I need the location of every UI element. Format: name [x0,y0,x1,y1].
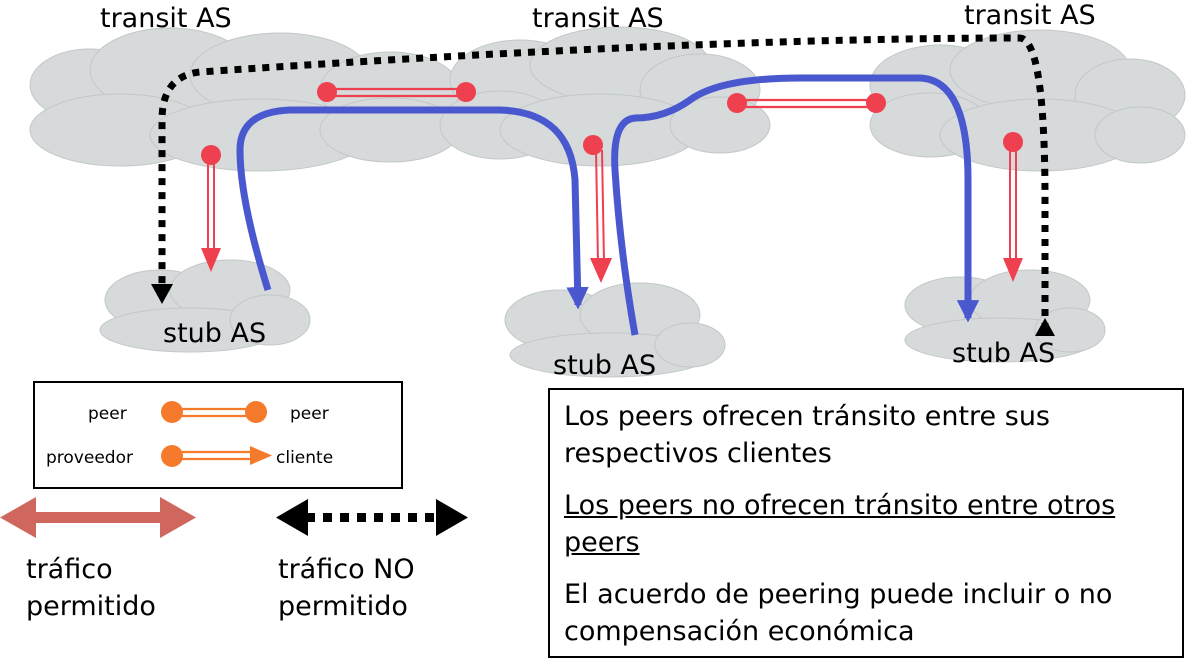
provider-client-link-right [1003,132,1023,282]
stub-as-label-left: stub AS [163,318,266,349]
not-allowed-arrowhead-bottom [151,284,173,304]
stub-as-label-right: stub AS [952,338,1055,369]
legend-peer-left-label: peer [88,404,127,424]
legend-peer-right-label: peer [290,404,329,424]
legend-box [33,381,403,489]
peer-link-middle-right [727,93,886,113]
not-allowed-traffic-arrow [276,499,468,536]
note-peering-compensation: El acuerdo de peering puede incluir o no… [564,579,1113,647]
not-allowed-arrowhead-top [1035,318,1055,336]
allowed-traffic-arrow [0,497,196,538]
allowed-path-left-to-middle [236,106,589,310]
not-allowed-traffic-label-line2: permitido [278,591,408,622]
allowed-traffic-label-line2: permitido [26,591,156,622]
note-peers-no-transit: Los peers no ofrecen tránsito entre otro… [564,490,1116,558]
allowed-traffic-label-line1: tráfico [26,554,113,585]
stub-cloud-left [99,259,311,353]
transit-cloud-right [869,29,1186,172]
legend-peer-link [161,401,267,423]
transit-as-label-middle: transit AS [532,3,664,34]
stub-as-label-middle: stub AS [553,350,656,381]
legend-client-label: cliente [276,448,333,468]
legend-provider-client-link [161,445,272,467]
not-allowed-traffic-label-line1: tráfico NO [278,554,415,585]
transit-cloud-left [29,27,461,172]
transit-cloud-middle [439,26,771,167]
notes-box: Los peers ofrecen tránsito entre sus res… [548,388,1184,658]
note-peers-offer-transit: Los peers ofrecen tránsito entre sus res… [564,401,1050,469]
transit-as-label-left: transit AS [100,3,232,34]
peer-link-left-middle [317,82,476,102]
legend-provider-label: proveedor [46,448,133,468]
provider-client-link-middle [583,135,612,283]
not-allowed-path [158,34,1049,330]
transit-as-label-right: transit AS [964,0,1096,31]
provider-client-link-left [201,145,221,272]
allowed-path-middle-to-right [611,74,980,336]
